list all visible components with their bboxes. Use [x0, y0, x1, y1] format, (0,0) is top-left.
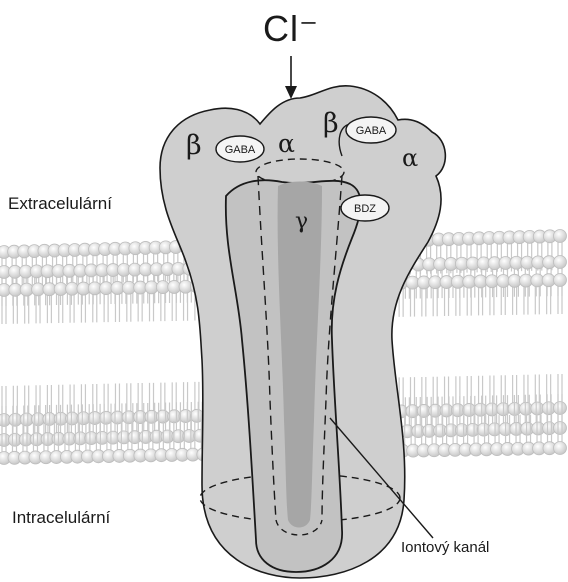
lipid-head	[554, 230, 567, 243]
subunit-beta-left: β	[186, 130, 202, 161]
gaba-site-left-label: GABA	[225, 144, 256, 156]
lipid-head	[554, 422, 567, 435]
gaba-site-right: GABA	[346, 117, 396, 143]
subunit-alpha-left: α	[278, 129, 295, 158]
lipid-head	[554, 442, 567, 455]
chloride-ion-label: Cl⁻	[263, 8, 319, 50]
lipid-head	[554, 274, 567, 287]
ion-channel-label: Iontový kanál	[401, 539, 489, 556]
ion-entry-arrow	[285, 56, 297, 99]
subunit-gamma: γ	[295, 209, 308, 234]
gaba-site-right-label: GABA	[356, 125, 387, 137]
bdz-site-label: BDZ	[354, 203, 376, 215]
bdz-site: BDZ	[341, 195, 389, 221]
lipid-head	[554, 402, 567, 415]
lipid-head	[554, 256, 567, 269]
subunit-beta-right: β	[323, 108, 339, 139]
intracellular-label: Intracelulární	[12, 508, 110, 528]
gaba-site-left: GABA	[216, 136, 264, 162]
subunit-alpha-right: α	[402, 144, 418, 172]
extracellular-label: Extracelulární	[8, 194, 112, 214]
